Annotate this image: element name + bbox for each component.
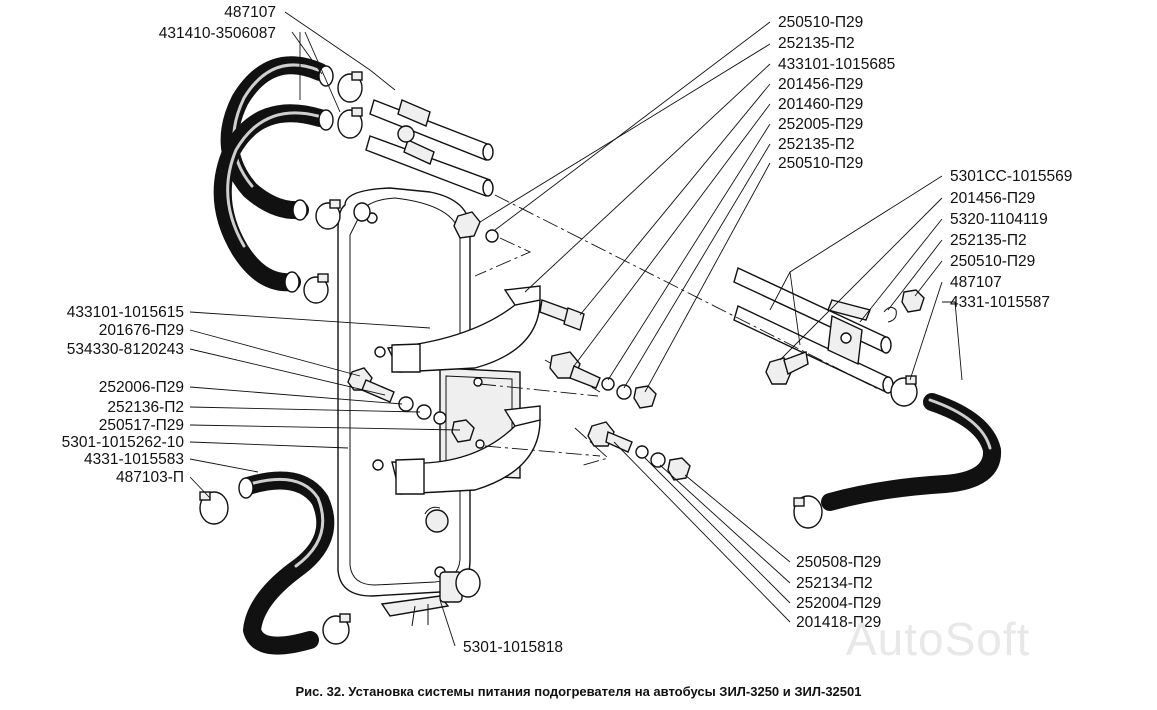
- callout-label: 252135-П2: [778, 136, 855, 153]
- callout-label: 252135-П2: [950, 232, 1027, 249]
- callout-label: 252006-П29: [99, 379, 184, 396]
- lower-strap: [391, 405, 541, 495]
- callout-label: 5301-1015262-10: [62, 434, 185, 451]
- hose-clamp: [303, 71, 363, 304]
- callout-label: 201456-П29: [950, 190, 1035, 207]
- callout-label: 5320-1104119: [950, 211, 1048, 228]
- callout-label: 201418-П29: [796, 614, 881, 631]
- leader-lines: [189, 11, 963, 647]
- label-487107: 487107: [224, 4, 276, 21]
- callout-label: 201460-П29: [778, 96, 863, 113]
- labels-top-left: 487107 431410-3506087: [159, 4, 276, 42]
- callout-label: 433101-1015615: [67, 304, 184, 321]
- callout-label: 5301СС-1015569: [950, 168, 1072, 185]
- label-431410-3506087: 431410-3506087: [159, 25, 276, 42]
- callout-label: 487103-П: [116, 469, 184, 486]
- callout-label: 201456-П29: [778, 76, 863, 93]
- callout-label: 201676-П29: [99, 322, 184, 339]
- callout-label: 487107: [950, 274, 1002, 291]
- figure-caption: Рис. 32. Установка системы питания подог…: [295, 684, 862, 699]
- labels-top-center: 250510-П29 252135-П2 433101-1015685 2014…: [778, 14, 895, 172]
- filler-cap: [424, 506, 449, 533]
- upper-pipe-assembly: [365, 99, 494, 197]
- labels-right: 5301СС-1015569 201456-П29 5320-1104119 2…: [950, 168, 1072, 311]
- callout-label: 534330-8120243: [67, 341, 184, 358]
- lower-pipe-assembly: [733, 267, 894, 394]
- fasteners: [347, 211, 925, 481]
- callout-label: 4331-1015587: [950, 294, 1050, 311]
- callout-label: 252004-П29: [796, 595, 881, 612]
- callout-label: 250510-П29: [778, 155, 863, 172]
- right-hose: [793, 375, 1001, 529]
- labels-bottom-right: 250508-П29 252134-П2 252004-П29 201418-П…: [796, 554, 881, 631]
- callout-label: 252135-П2: [778, 35, 855, 52]
- callout-label: 250508-П29: [796, 554, 881, 571]
- callout-label: 252136-П2: [107, 399, 184, 416]
- upper-left-hoses: [213, 56, 371, 304]
- callout-label: 250510-П29: [950, 253, 1035, 270]
- callout-label: 252005-П29: [778, 116, 863, 133]
- labels-left: 433101-1015615 201676-П29 534330-8120243…: [62, 304, 185, 486]
- lower-left-hose: [199, 471, 351, 655]
- callout-label: 433101-1015685: [778, 56, 895, 73]
- callout-label: 250510-П29: [778, 14, 863, 31]
- callout-label: 252134-П2: [796, 575, 873, 592]
- watermark: AutoSoft: [846, 613, 1031, 665]
- drain-fitting: [380, 568, 481, 627]
- callout-label: 250517-П29: [99, 417, 184, 434]
- upper-strap: [386, 285, 541, 373]
- label-5301-1015818: 5301-1015818: [463, 639, 563, 656]
- callout-label: 4331-1015583: [84, 451, 184, 468]
